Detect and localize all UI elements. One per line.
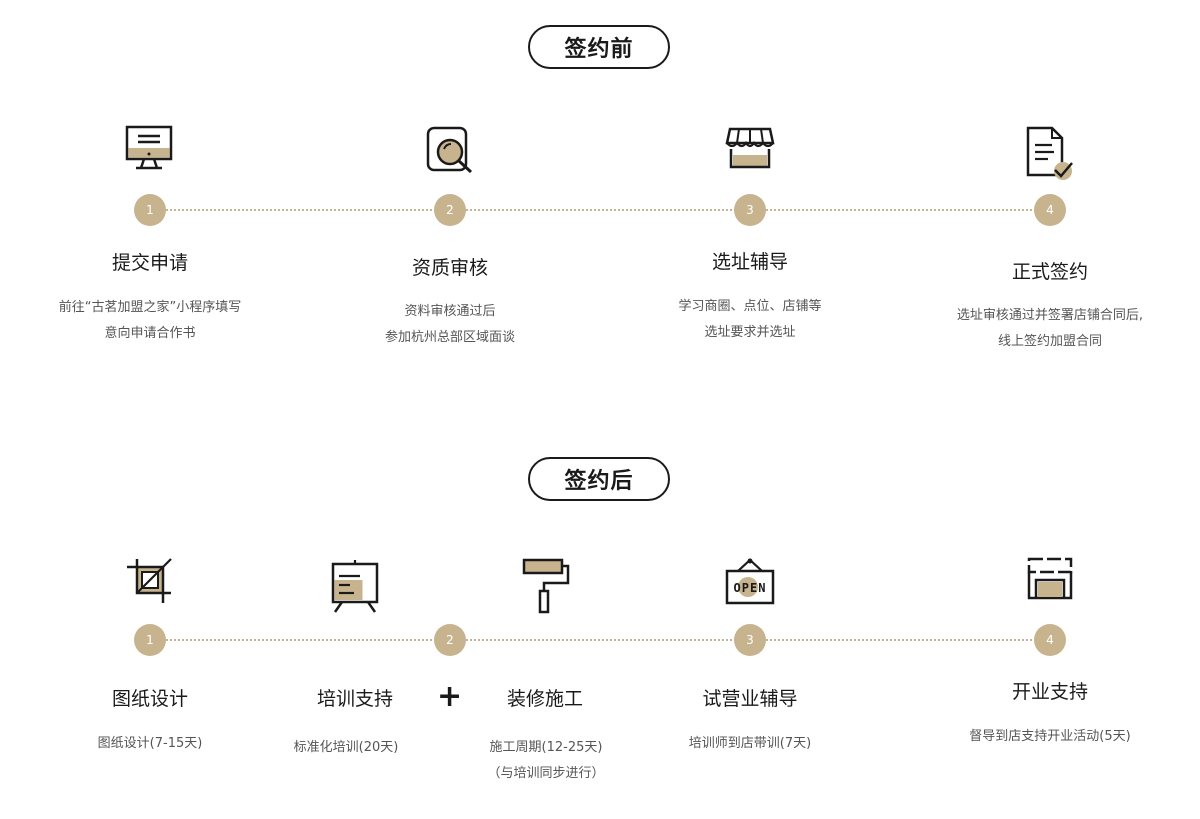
step-desc-after-4: 培训师到店带训(7天)	[688, 736, 812, 751]
svg-text:OPEN: OPEN	[734, 581, 767, 595]
timeline-line-before	[166, 209, 1036, 211]
step-marker-after-2: 2	[434, 624, 466, 656]
step-title-after-4: 试营业辅导	[702, 688, 798, 710]
step-number: 4	[1046, 633, 1054, 647]
step-desc-after-3: 施工周期(12-25天) （与培训同步进行）	[487, 740, 605, 781]
step-marker-after-3: 3	[734, 624, 766, 656]
step-title-after-5: 开业支持	[1011, 681, 1088, 703]
crop-design-icon	[127, 558, 172, 603]
document-check-icon	[1026, 126, 1073, 180]
step-title-before-3: 选址辅导	[711, 251, 788, 273]
section-heading-after-text: 签约后	[564, 469, 634, 494]
step-desc-before-2: 资料审核通过后 参加杭州总部区域面谈	[384, 304, 515, 345]
step-title-before-4: 正式签约	[1011, 261, 1088, 283]
step-number: 3	[746, 203, 754, 217]
step-marker-before-1: 1	[134, 194, 166, 226]
step-marker-after-4: 4	[1034, 624, 1066, 656]
timeline-line-after	[166, 639, 1036, 641]
step-marker-before-3: 3	[734, 194, 766, 226]
step-number: 3	[746, 633, 754, 647]
step-desc-before-3: 学习商圈、点位、店铺等 选址要求并选址	[678, 299, 822, 340]
training-board-icon	[331, 560, 379, 613]
step-marker-after-1: 1	[134, 624, 166, 656]
step-number: 2	[446, 633, 454, 647]
magnifier-search-icon	[426, 126, 473, 174]
step-number: 2	[446, 203, 454, 217]
section-heading-before-text: 签约前	[564, 37, 634, 62]
step-number: 4	[1046, 203, 1054, 217]
step-desc-before-1: 前往“古茗加盟之家”小程序填写 意向申请合作书	[58, 300, 242, 341]
step-title-before-2: 资质审核	[411, 257, 488, 279]
storefront-awning-icon	[725, 127, 775, 169]
paint-roller-icon	[522, 558, 570, 614]
step-desc-after-1: 图纸设计(7-15天)	[97, 736, 203, 751]
plus-sign: +	[437, 679, 463, 714]
section-heading-before: 签约前	[528, 25, 670, 69]
section-heading-after: 签约后	[528, 457, 670, 501]
step-desc-after-5: 督导到店支持开业活动(5天)	[969, 729, 1131, 744]
step-title-after-2: 培训支持	[316, 688, 393, 710]
step-desc-after-2: 标准化培训(20天)	[293, 740, 399, 755]
computer-monitor-icon	[125, 125, 173, 170]
open-sign-icon: OPEN	[725, 558, 775, 605]
step-number: 1	[146, 203, 154, 217]
step-title-after-3: 装修施工	[506, 688, 583, 710]
step-title-after-1: 图纸设计	[111, 688, 188, 710]
step-number: 1	[146, 633, 154, 647]
shop-opening-icon	[1027, 557, 1073, 600]
step-marker-before-2: 2	[434, 194, 466, 226]
step-marker-before-4: 4	[1034, 194, 1066, 226]
step-desc-before-4: 选址审核通过并签署店铺合同后, 线上签约加盟合同	[956, 308, 1144, 349]
step-title-before-1: 提交申请	[111, 252, 188, 274]
